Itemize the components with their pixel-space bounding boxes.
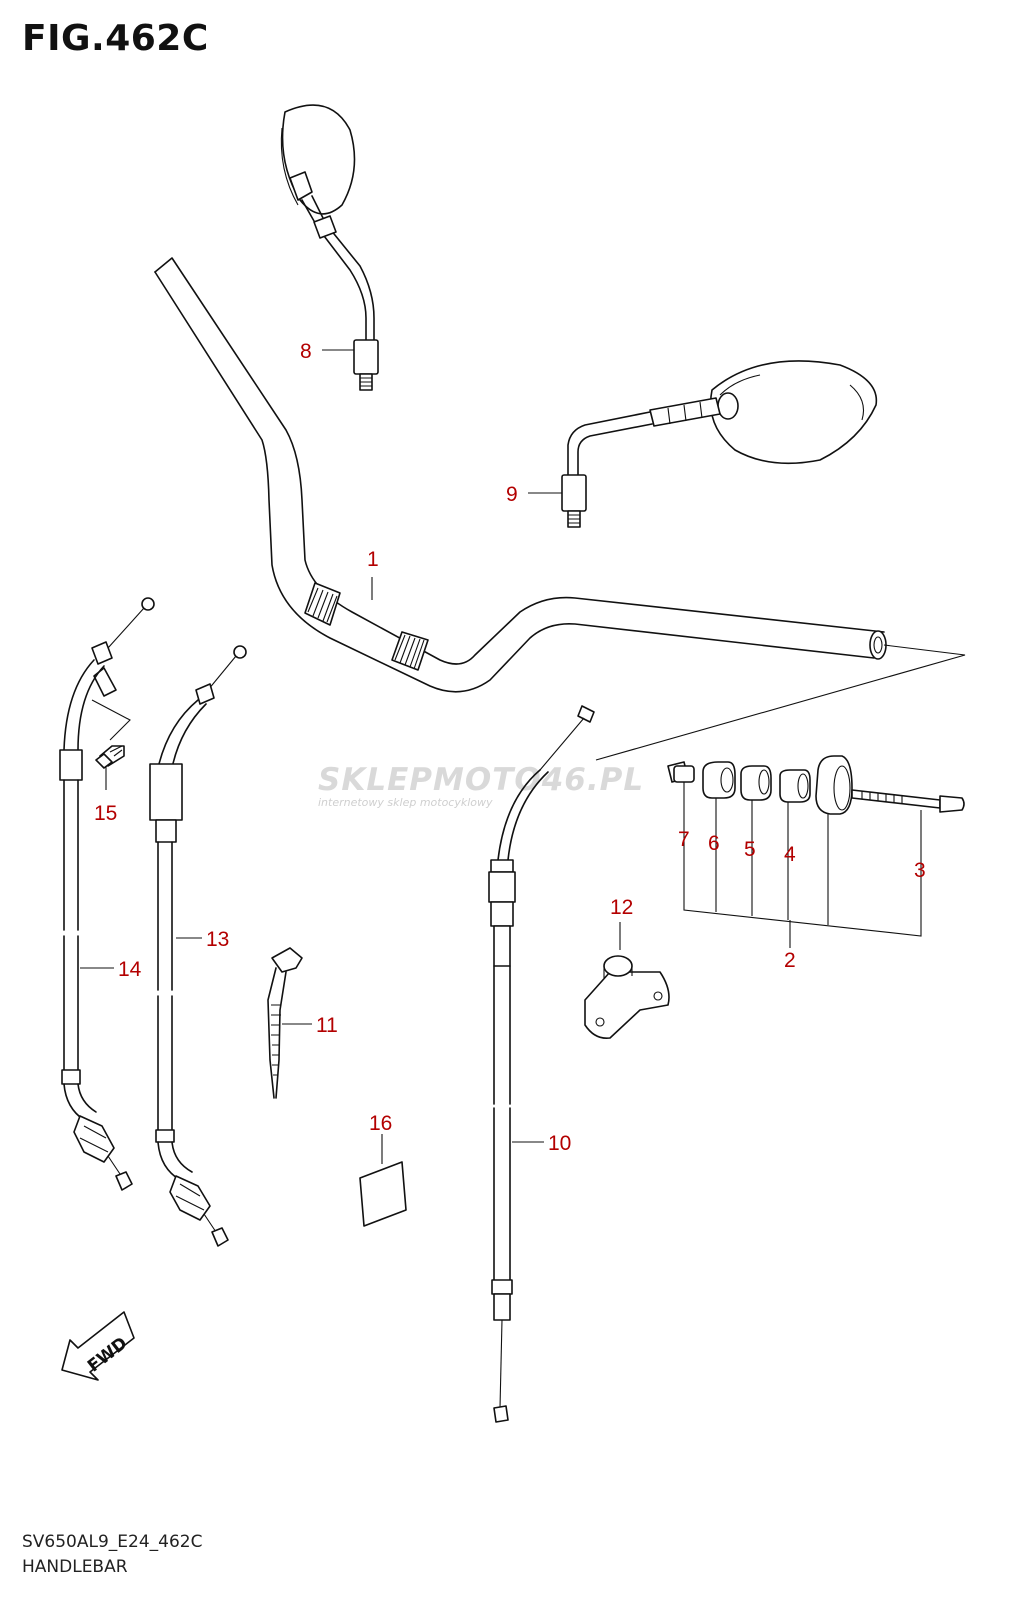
leader-lines [80, 349, 922, 1164]
figure-subtitle: HANDLEBAR [22, 1557, 128, 1577]
callout-16: 16 [369, 1112, 392, 1135]
watermark-tagline: internetowy sklep motocyklowy [318, 796, 493, 809]
callout-10: 10 [548, 1132, 571, 1155]
screw [95, 745, 125, 769]
mirror-left [280, 104, 379, 391]
throttle-cable-14 [59, 597, 155, 1191]
label-sticker [359, 1161, 407, 1227]
callout-11: 11 [316, 1014, 338, 1037]
callout-5: 5 [744, 838, 756, 861]
callout-13: 13 [206, 928, 229, 951]
bracket [584, 955, 670, 1040]
callout-6: 6 [708, 832, 720, 855]
figure-code: SV650AL9_E24_462C [22, 1532, 203, 1552]
callout-1: 1 [367, 548, 379, 571]
callout-7: 7 [678, 828, 690, 851]
callout-12: 12 [610, 896, 633, 919]
clutch-cable [488, 705, 595, 1423]
callout-4: 4 [784, 843, 796, 866]
callout-8: 8 [300, 340, 312, 363]
cable-tie [267, 947, 303, 1099]
callout-labels: 1 2 3 4 5 6 7 8 9 10 11 12 13 14 15 16 [94, 340, 926, 1155]
watermark: SKLEPMOTO46.PL internetowy sklep motocyk… [318, 762, 644, 809]
watermark-brand: SKLEPMOTO46.PL [318, 762, 644, 798]
callout-2: 2 [784, 949, 796, 972]
fwd-arrow-icon: FWD [61, 1311, 135, 1381]
knurl-left [304, 582, 341, 626]
bar-end-assembly [595, 644, 966, 815]
handlebar [154, 257, 887, 693]
callout-3: 3 [914, 859, 926, 882]
callout-15: 15 [94, 802, 117, 825]
callout-9: 9 [506, 483, 518, 506]
figure-title: FIG.462C [22, 18, 209, 59]
throttle-cable-13 [149, 645, 247, 1247]
callout-14: 14 [118, 958, 142, 981]
mirror-right [561, 360, 878, 528]
